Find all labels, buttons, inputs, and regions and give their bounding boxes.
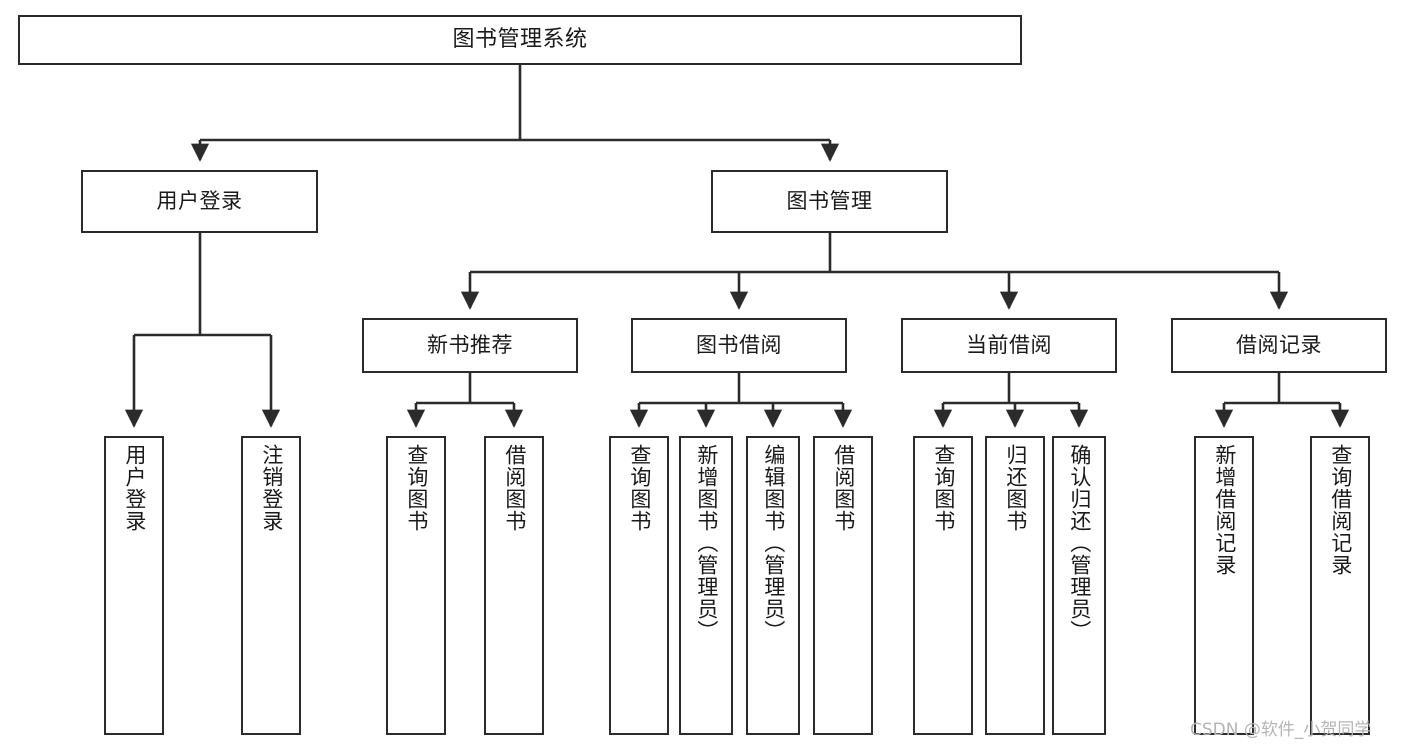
- node-leaf-borrow-book-1[interactable]: 借阅图书: [484, 436, 544, 735]
- node-borrow-records-label: 借阅记录: [1236, 333, 1322, 358]
- node-leaf-query-book-3-label: 查询图书: [931, 444, 956, 532]
- node-book-borrow-label: 图书借阅: [696, 333, 782, 358]
- node-leaf-query-borrow-record[interactable]: 查询借阅记录: [1310, 436, 1370, 735]
- node-borrow-records[interactable]: 借阅记录: [1171, 318, 1387, 373]
- node-leaf-borrow-book-1-label: 借阅图书: [502, 444, 527, 532]
- node-leaf-edit-book-admin-label: 编辑图书（管理员）: [761, 444, 786, 642]
- node-leaf-query-book-1-label: 查询图书: [404, 444, 429, 532]
- node-leaf-confirm-return-admin[interactable]: 确认归还（管理员）: [1052, 436, 1106, 735]
- node-leaf-borrow-book-2-label: 借阅图书: [831, 444, 856, 532]
- node-root[interactable]: 图书管理系统: [18, 15, 1022, 65]
- node-leaf-query-borrow-record-label: 查询借阅记录: [1328, 444, 1353, 576]
- node-leaf-return-book[interactable]: 归还图书: [985, 436, 1045, 735]
- node-leaf-add-book-admin[interactable]: 新增图书（管理员）: [679, 436, 733, 735]
- node-leaf-logout-label: 注销登录: [259, 444, 284, 532]
- node-leaf-user-login-label: 用户登录: [122, 444, 147, 532]
- node-leaf-return-book-label: 归还图书: [1003, 444, 1028, 532]
- node-user-login-label: 用户登录: [156, 189, 243, 214]
- node-leaf-borrow-book-2[interactable]: 借阅图书: [813, 436, 873, 735]
- node-root-label: 图书管理系统: [452, 27, 588, 53]
- node-current-borrow[interactable]: 当前借阅: [901, 318, 1117, 373]
- node-leaf-query-book-1[interactable]: 查询图书: [386, 436, 446, 735]
- node-leaf-edit-book-admin[interactable]: 编辑图书（管理员）: [746, 436, 800, 735]
- node-book-manage[interactable]: 图书管理: [711, 170, 948, 233]
- node-book-borrow[interactable]: 图书借阅: [631, 318, 847, 373]
- node-new-book-recommend[interactable]: 新书推荐: [362, 318, 578, 373]
- node-leaf-add-borrow-record[interactable]: 新增借阅记录: [1194, 436, 1254, 735]
- node-leaf-query-book-2[interactable]: 查询图书: [609, 436, 669, 735]
- node-new-book-recommend-label: 新书推荐: [427, 333, 513, 358]
- node-leaf-logout[interactable]: 注销登录: [241, 436, 301, 735]
- node-leaf-query-book-2-label: 查询图书: [627, 444, 652, 532]
- node-user-login[interactable]: 用户登录: [81, 170, 318, 233]
- node-leaf-confirm-return-admin-label: 确认归还（管理员）: [1067, 444, 1092, 642]
- node-leaf-user-login[interactable]: 用户登录: [104, 436, 164, 735]
- node-current-borrow-label: 当前借阅: [966, 333, 1052, 358]
- node-leaf-add-book-admin-label: 新增图书（管理员）: [694, 444, 719, 642]
- node-leaf-add-borrow-record-label: 新增借阅记录: [1212, 444, 1237, 576]
- node-leaf-query-book-3[interactable]: 查询图书: [913, 436, 973, 735]
- node-book-manage-label: 图书管理: [786, 189, 873, 214]
